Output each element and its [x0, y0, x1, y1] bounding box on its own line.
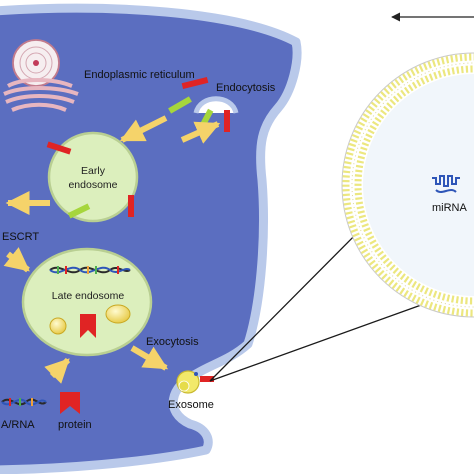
dna-rna-label: A/RNA	[1, 419, 35, 431]
early-endosome-label-line1: Early	[81, 165, 106, 177]
protein-icon	[80, 314, 96, 338]
receptor-red	[200, 376, 214, 382]
receptor-red	[224, 110, 230, 132]
dna-helix-icon	[49, 266, 131, 274]
mirna-icon	[432, 175, 460, 193]
receptor-red	[46, 141, 72, 155]
trafficking-arrows	[3, 115, 221, 384]
arrow-to-early-endosome	[119, 115, 168, 143]
early-endosome: Early endosome	[47, 131, 139, 223]
dna-helix-icon	[1, 398, 47, 406]
escrt-label: ESCRT	[2, 231, 39, 243]
protein-icon	[60, 392, 80, 414]
protein-label: protein	[58, 419, 92, 431]
arrow-escrt-to-late	[3, 247, 30, 273]
endocytosis-invagination	[193, 96, 239, 114]
receptor-red	[128, 195, 134, 217]
exocytosis-label: Exocytosis	[146, 336, 199, 348]
mirna-label: miRNA	[432, 202, 467, 214]
receptor-red	[181, 76, 209, 90]
late-endosome-label: Late endosome	[52, 290, 125, 302]
exosome-label: Exosome	[168, 399, 214, 411]
receptor-green	[168, 96, 192, 114]
receptor-green	[67, 203, 91, 219]
early-endosome-label-line2: endosome	[68, 179, 117, 191]
released-exosome	[176, 370, 214, 394]
arrow-recycling-up	[180, 121, 221, 144]
late-endosome: Late endosome	[21, 247, 153, 357]
arrow-cargo-to-late	[44, 357, 71, 384]
endoplasmic-reticulum-icon	[3, 39, 79, 112]
lipid-particle	[49, 317, 67, 335]
lipid-bilayer-outer	[342, 53, 474, 317]
arrow-late-to-exocytosis	[130, 345, 169, 371]
endocytosis-label: Endocytosis	[216, 82, 276, 94]
endoplasmic-reticulum-label: Endoplasmic reticulum	[84, 69, 195, 81]
enlarged-exosome	[341, 52, 474, 318]
lipid-particle	[105, 304, 131, 324]
lipid-bilayer-inner	[354, 65, 474, 305]
